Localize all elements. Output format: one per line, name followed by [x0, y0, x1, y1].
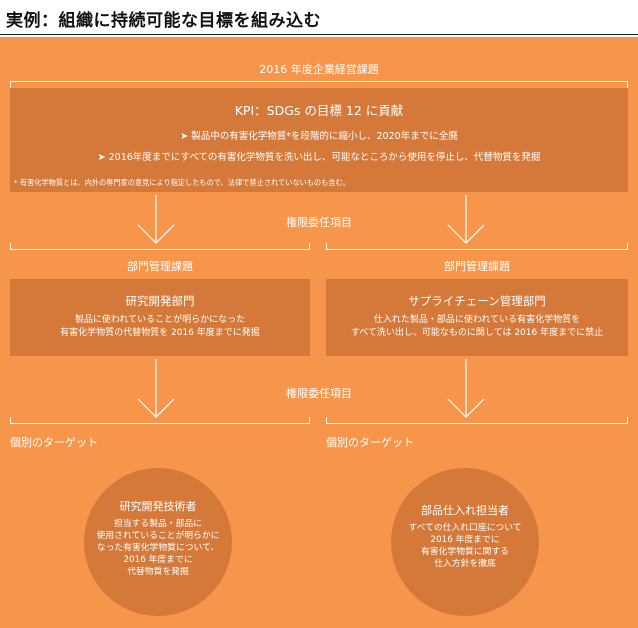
- supply-chain-line-2: すべて洗い出し、可能なものに関しては 2016 年度までに禁止: [350, 328, 604, 338]
- target-bracket-left-tick-a: [10, 417, 11, 424]
- dept-bracket-right-tick-a: [326, 243, 327, 250]
- dept-label-left: 部門管理課題: [127, 260, 193, 273]
- arrow-down-right-2: [447, 359, 485, 418]
- target-bracket-left: [10, 423, 310, 424]
- rnd-dept-line-2: 有害化学物質の代替物質を 2016 年度までに発掘: [60, 328, 260, 338]
- rnd-dept-line-1: 製品に使われていることが明らかになった: [74, 315, 246, 325]
- target-label-right: 個別のターゲット: [326, 436, 414, 449]
- dept-bracket-left-tick-a: [10, 243, 11, 250]
- rnd-dept-box: 研究開発部門 製品に使われていることが明らかになった 有害化学物質の代替物質を …: [10, 279, 310, 356]
- kpi-bullet-2: ➤ 2016年度までにすべての有害化学物質を洗い出し、可能なところから使用を停止…: [97, 152, 541, 163]
- dept-bracket-left: [10, 249, 310, 250]
- rnd-engineer-line-1: 担当する製品・部品に: [114, 519, 202, 529]
- parts-buyer-line-3: 有害化学物質に関する: [421, 547, 509, 557]
- delegation-label-2: 権限委任項目: [286, 387, 352, 400]
- diagram-canvas: 2016 年度企業経営課題 KPI：SDGs の目標 12 に貢献 ➤ 製品中の…: [0, 37, 638, 628]
- dept-bracket-right: [326, 249, 628, 250]
- dept-label-right: 部門管理課題: [444, 260, 510, 273]
- delegation-label-1: 権限委任項目: [286, 216, 352, 229]
- arrow-down-right-1: [447, 195, 485, 244]
- top-label: 2016 年度企業経営課題: [259, 63, 379, 76]
- parts-buyer-line-4: 仕入方針を徹底: [434, 559, 496, 569]
- rnd-engineer-line-3: なった有害化学物質について、: [96, 543, 220, 553]
- parts-buyer-line-1: すべての仕入れ口座について: [408, 523, 522, 533]
- rnd-engineer-line-2: 使用されていることが明らかに: [96, 531, 220, 541]
- target-bracket-right-tick-b: [627, 417, 628, 424]
- top-bracket-right-tick: [627, 81, 628, 88]
- arrow-down-left-2: [137, 359, 175, 418]
- arrow-down-left-1: [137, 195, 175, 244]
- page-title: 実例：組織に持続可能な目標を組み込む: [6, 11, 321, 31]
- dept-bracket-left-tick-b: [309, 243, 310, 250]
- parts-buyer-line-2: 2016 年度までに: [430, 535, 500, 545]
- dept-bracket-right-tick-b: [627, 243, 628, 250]
- kpi-title: KPI：SDGs の目標 12 に貢献: [234, 103, 404, 118]
- rnd-dept-title: 研究開発部門: [125, 294, 195, 308]
- kpi-footnote: * 有害化学物質とは、内外の専門家の意見により指定したもので、法律で禁止されてい…: [14, 178, 350, 187]
- kpi-box: KPI：SDGs の目標 12 に貢献 ➤ 製品中の有害化学物質*を段階的に縮小…: [10, 88, 628, 192]
- rnd-engineer-title: 研究開発技術者: [119, 500, 197, 513]
- supply-chain-title: サプライチェーン管理部門: [408, 294, 546, 308]
- supply-chain-box: サプライチェーン管理部門 仕入れた製品・部品に使われている有害化学物質を すべて…: [326, 279, 628, 356]
- rnd-engineer-line-5: 代替物質を発掘: [127, 567, 189, 577]
- rnd-engineer-line-4: 2016 年度までに: [123, 555, 193, 565]
- top-bracket-left-tick: [10, 81, 11, 88]
- supply-chain-line-1: 仕入れた製品・部品に使われている有害化学物質を: [373, 315, 581, 325]
- target-label-left: 個別のターゲット: [10, 436, 98, 449]
- target-bracket-left-tick-b: [309, 417, 310, 424]
- top-bracket-line: [10, 81, 628, 82]
- parts-buyer-title: 部品仕入れ担当者: [421, 504, 509, 517]
- title-bar: 実例：組織に持続可能な目標を組み込む: [0, 0, 638, 35]
- target-bracket-right-tick-a: [326, 417, 327, 424]
- parts-buyer-circle: 部品仕入れ担当者 すべての仕入れ口座について 2016 年度までに 有害化学物質…: [391, 468, 539, 616]
- rnd-engineer-circle: 研究開発技術者 担当する製品・部品に 使用されていることが明らかに なった有害化…: [84, 468, 232, 616]
- kpi-bullet-1: ➤ 製品中の有害化学物質*を段階的に縮小し、2020年までに全廃: [180, 131, 458, 142]
- target-bracket-right: [326, 423, 628, 424]
